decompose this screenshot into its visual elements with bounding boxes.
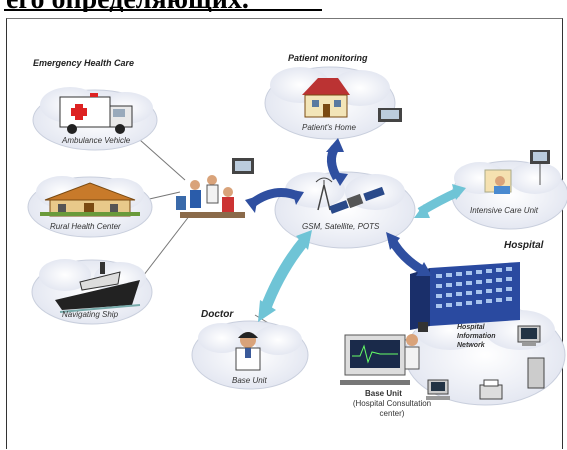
heading-underline (4, 9, 322, 11)
section-hospital-label: Hospital (504, 240, 544, 251)
page-heading: его определяющих. (0, 0, 567, 12)
node-hospital-base-unit-label: Base Unit (365, 389, 402, 398)
node-ship-label: Navigating Ship (62, 310, 119, 319)
section-doctor-label: Doctor (201, 309, 234, 320)
node-doctor-base-unit-label: Base Unit (232, 376, 267, 385)
hin-devices-illustration (426, 325, 545, 400)
node-network-label: GSM, Satellite, POTS (302, 222, 380, 231)
ambulance-illustration (59, 93, 133, 134)
figure-frame (6, 18, 563, 449)
patient-home-illustration (302, 78, 402, 122)
line-rural (144, 191, 181, 201)
arrows (245, 138, 466, 322)
arrow-hospital-network (388, 237, 425, 274)
node-ambulance-label: Ambulance Vehicle (62, 136, 131, 145)
node-hin-label: Hospital Information Network (457, 324, 496, 349)
ship-illustration (55, 262, 141, 313)
arrow-doctor-network (259, 236, 310, 312)
node-home-label: Patient's Home (302, 123, 356, 132)
rural-house-illustration (40, 182, 140, 217)
node-icu-label: Intensive Care Unit (470, 206, 539, 215)
node-rural-label: Rural Health Center (50, 222, 121, 231)
doctor-illustration (235, 332, 261, 371)
network-illustration (315, 177, 385, 214)
line-ambulance (139, 139, 186, 181)
workstation-illustration (340, 322, 428, 385)
icu-illustration (484, 150, 550, 194)
line-ship (139, 214, 191, 281)
emergency-scene-illustration (176, 158, 254, 218)
node-hospital-base-unit-sub-label: (Hospital Consultation center) (352, 399, 432, 418)
section-emergency-label: Emergency Health Care (33, 58, 135, 68)
hospital-building-illustration (410, 262, 520, 330)
section-patient-monitoring-label: Patient monitoring (288, 53, 368, 63)
